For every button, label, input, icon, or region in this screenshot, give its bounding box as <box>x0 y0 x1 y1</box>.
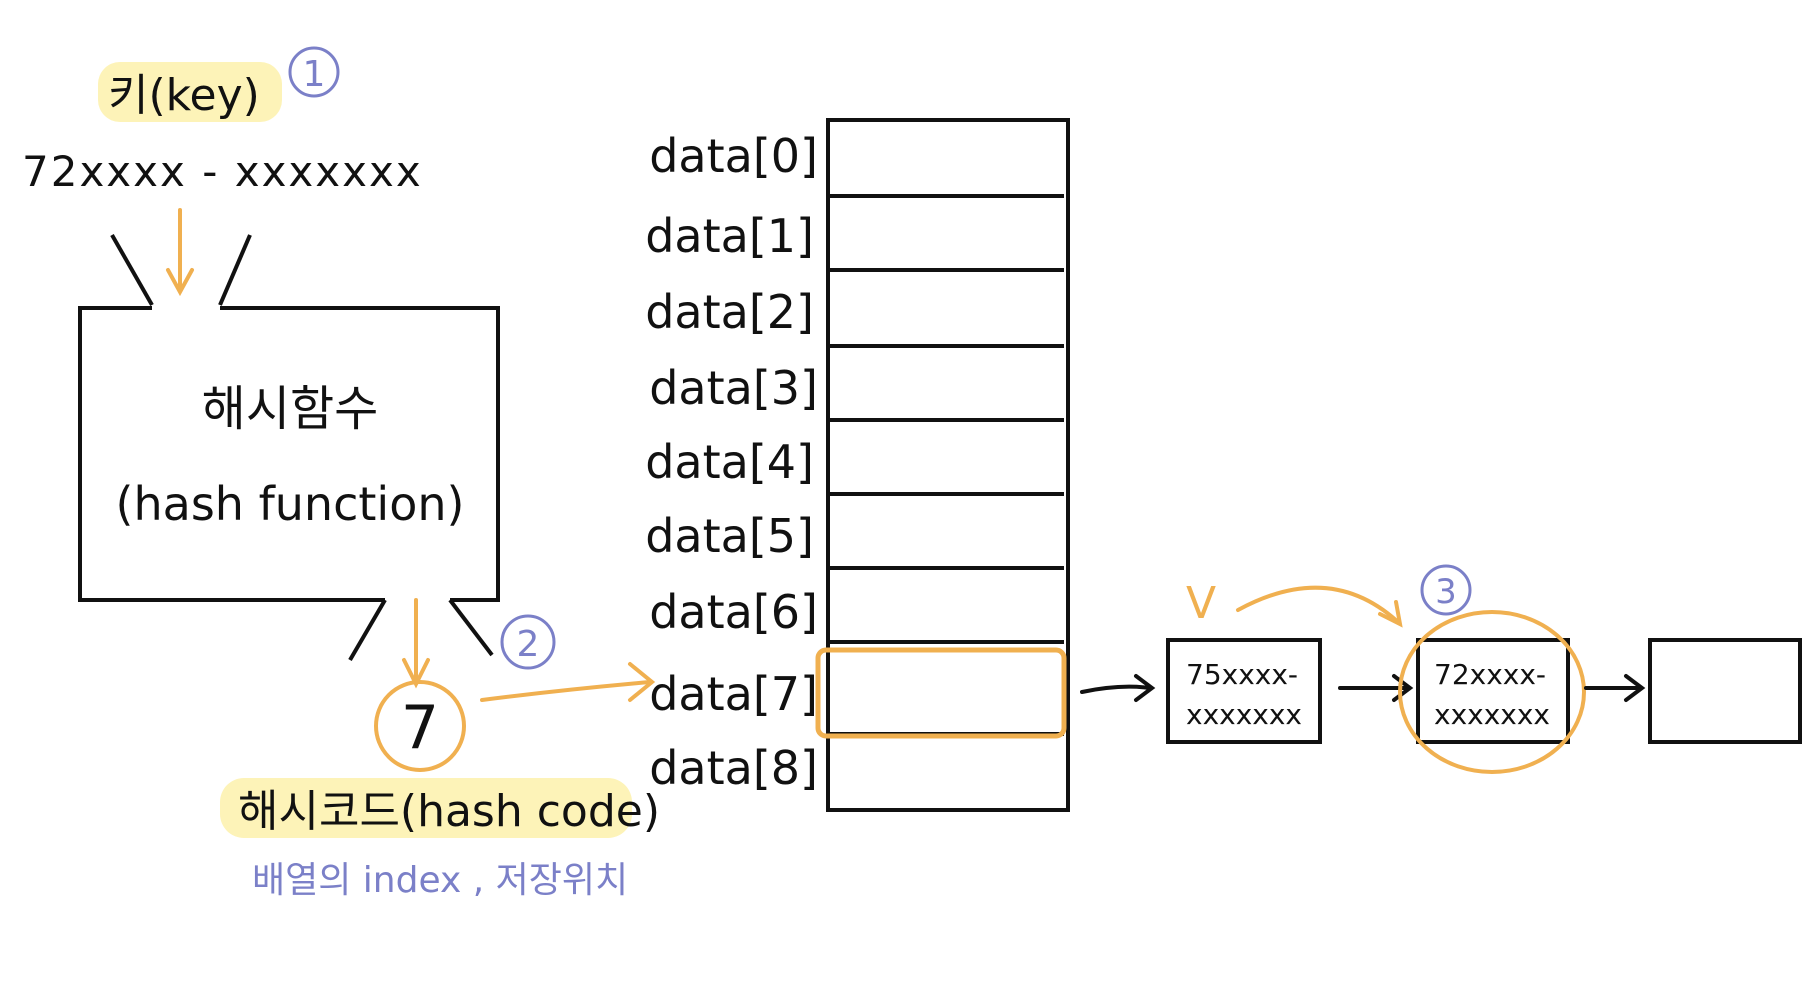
hash-function-label-en: (hash function) <box>116 477 465 531</box>
step-3-number: 3 <box>1435 572 1457 612</box>
key-to-hash-arrow <box>166 208 194 297</box>
array-table <box>826 118 1070 812</box>
slot-7-highlight <box>815 647 1067 739</box>
key-value: 72xxxx - xxxxxxx <box>22 147 423 196</box>
check-mark: V <box>1186 578 1216 629</box>
arrow-node2-to-node3 <box>1584 674 1646 702</box>
slot-label-5: data[5] <box>645 509 814 563</box>
funnel-bottom-right-line <box>448 598 494 657</box>
chain-node-1-line2: xxxxxxx <box>1186 698 1302 731</box>
slot-label-1: data[1] <box>645 209 814 263</box>
chain-node-2-line1: 72xxxx- <box>1434 658 1546 691</box>
hash-function-box <box>78 306 500 602</box>
slot-label-6: data[6] <box>649 585 818 639</box>
slot-label-3: data[3] <box>649 361 818 415</box>
chain-node-2-line2: xxxxxxx <box>1434 698 1550 731</box>
hash-code-circle <box>374 680 466 772</box>
step-1-number: 1 <box>303 54 326 95</box>
slot-label-8: data[8] <box>649 741 818 795</box>
orange-curve-arrow <box>1236 585 1403 628</box>
funnel-left-line <box>110 234 154 306</box>
slot-label-7: data[7] <box>649 667 818 721</box>
chain-node-2: 72xxxx- xxxxxxx <box>1416 638 1570 744</box>
chain-node-3 <box>1648 638 1802 744</box>
step-1-marker: 1 <box>288 46 340 98</box>
hash-to-code-arrow <box>402 598 430 689</box>
array-slot-labels: data[0] data[1] data[2] data[3] data[4] … <box>645 129 818 795</box>
step-2-number: 2 <box>517 624 540 665</box>
node-2-highlight-circle <box>1398 610 1586 774</box>
slot-label-0: data[0] <box>649 129 818 183</box>
key-label-highlight <box>98 62 282 122</box>
funnel-bottom-left-line <box>348 598 387 662</box>
array-outline <box>826 118 1070 812</box>
chain-node-1-line1: 75xxxx- <box>1186 658 1298 691</box>
slot-label-4: data[4] <box>645 435 814 489</box>
funnel-right-line <box>218 234 252 306</box>
chain-node-1: 75xxxx- xxxxxxx <box>1166 638 1322 744</box>
hash-code-label: 해시코드(hash code) <box>238 786 660 837</box>
step-3-marker: 3 <box>1420 564 1472 616</box>
hash-code-label-highlight <box>220 778 632 838</box>
hash-code-note: 배열의 index , 저장위치 <box>252 860 628 901</box>
step-2-marker: 2 <box>500 614 556 670</box>
hash-code-value: 7 <box>401 693 439 763</box>
arrow-slot7-to-node1 <box>1080 674 1156 702</box>
hash-function-label-ko: 해시함수 <box>202 381 379 437</box>
key-label: 키(key) <box>108 70 260 121</box>
code-to-array-arrow <box>480 662 656 702</box>
slot-label-2: data[2] <box>645 285 814 339</box>
